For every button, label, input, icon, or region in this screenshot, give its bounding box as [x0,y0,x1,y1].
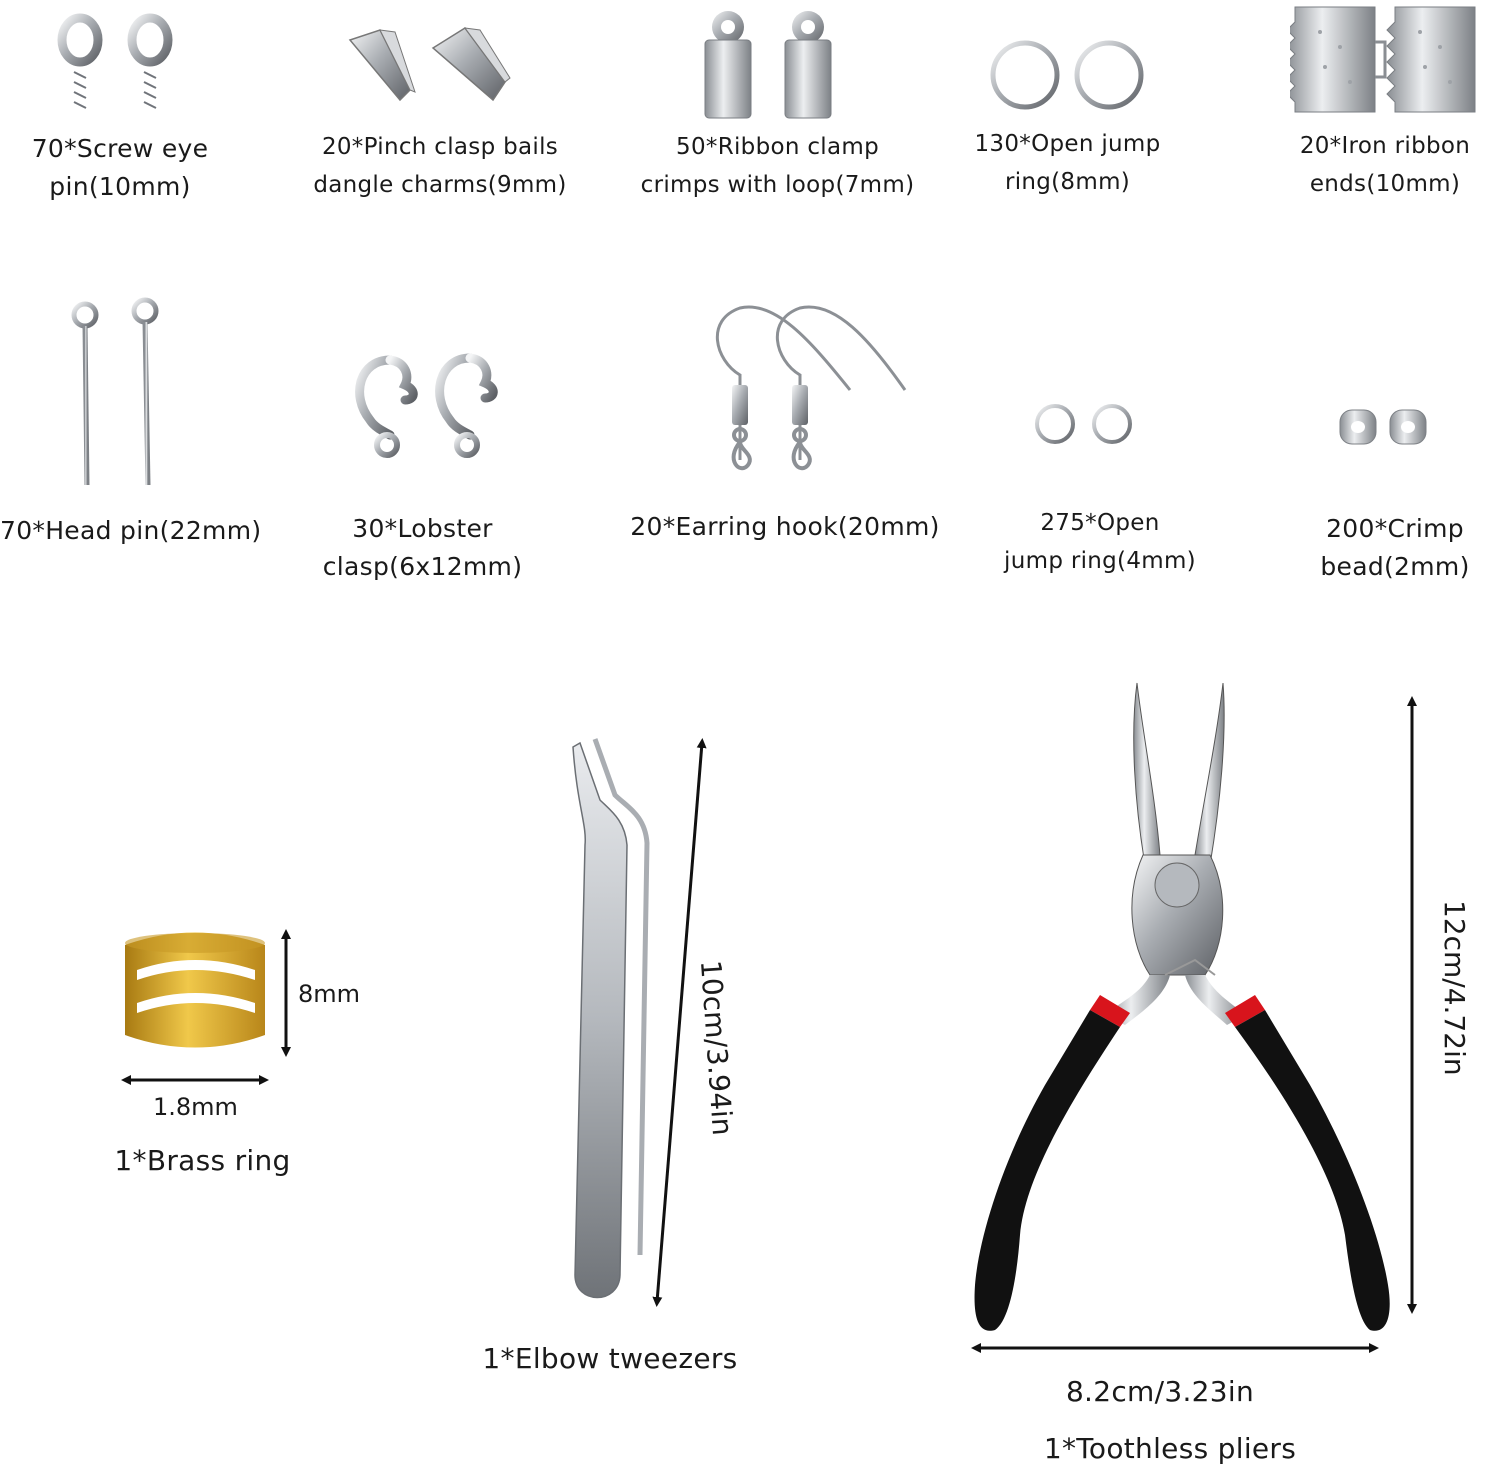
pliers-height-label: 12cm/4.72in [1438,900,1471,1076]
brass-ring-height-arrow [281,929,291,1057]
ribbon-end-icon [1290,6,1476,113]
brass-ring-height-label: 8mm [298,980,361,1008]
elbow-tweezers-icon [572,738,650,1299]
pliers-width-label: 8.2cm/3.23in [1065,1375,1255,1408]
item-label-earring-hook: 20*Earring hook(20mm) [630,512,940,541]
pliers-height-arrow [1407,696,1417,1314]
lobster-clasp-icon [355,353,498,458]
ribbon-clamp-icon [704,11,832,119]
brass-ring-icon [125,932,265,1048]
item-label-head-pin: 70*Head pin(22mm) [0,516,262,545]
tool-label-elbow-tweezers: 1*Elbow tweezers [482,1342,738,1375]
brass-ring-width-arrow [121,1075,269,1085]
toothless-pliers-icon [974,682,1390,1331]
tweezers-length-arrow [652,738,707,1307]
screw-eye-pin-icon [57,13,173,114]
pinch-bail-icon [348,26,511,102]
small-jump-ring-icon [1035,404,1132,444]
jump-ring-icon [990,40,1144,110]
crimp-bead-icon [1339,409,1427,445]
earring-hook-icon [715,305,907,471]
brass-ring-width-label: 1.8mm [153,1093,238,1121]
head-pin-icon [71,297,159,486]
tool-label-toothless-pliers: 1*Toothless pliers [1043,1432,1297,1465]
tool-label-brass-ring: 1*Brass ring [114,1144,291,1177]
pliers-width-arrow [971,1343,1379,1353]
